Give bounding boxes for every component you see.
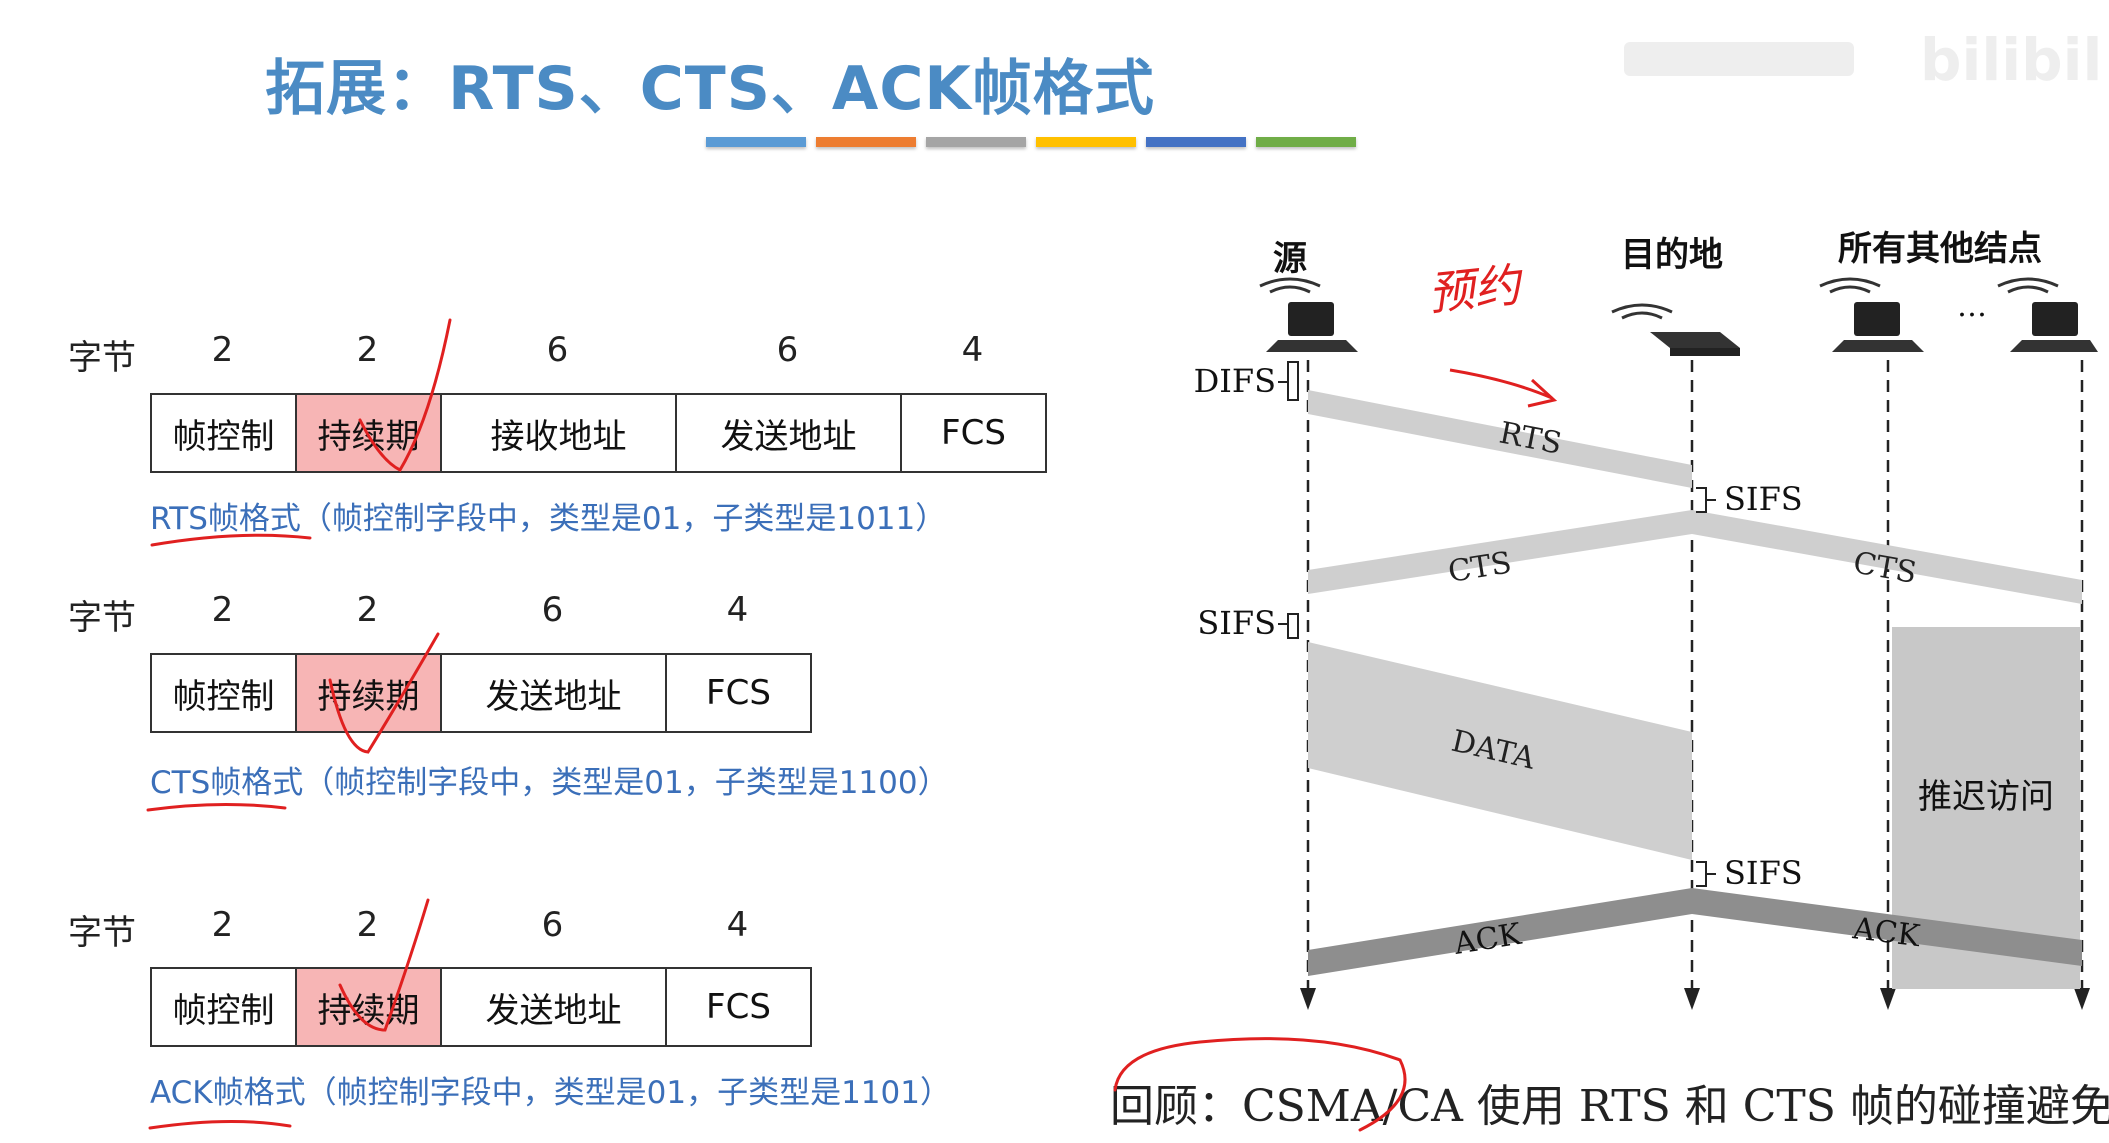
rts-band-label: RTS bbox=[1496, 415, 1564, 461]
byte-count: 6 bbox=[541, 905, 564, 945]
sifs-label: SIFS bbox=[1724, 480, 1803, 518]
byte-count: 2 bbox=[211, 905, 234, 945]
rts-caption: RTS帧格式（帧控制字段中，类型是01，子类型是1011） bbox=[150, 501, 947, 537]
field-fcs: FCS bbox=[706, 987, 771, 1027]
byte-count: 2 bbox=[356, 905, 379, 945]
other-nodes-label: 所有其他结点 bbox=[1838, 229, 2042, 269]
accent-bar bbox=[1036, 137, 1136, 147]
sifs-bracket bbox=[1696, 861, 1716, 887]
data-frame-band bbox=[1308, 642, 1692, 860]
field-fcs: FCS bbox=[706, 673, 771, 713]
field-duration: 持续期 bbox=[297, 655, 442, 731]
accent-bar bbox=[1256, 137, 1356, 147]
byte-count: 4 bbox=[726, 905, 749, 945]
laptop-icon bbox=[1997, 277, 2098, 352]
ack-band-label: ACK bbox=[1451, 917, 1524, 962]
handwritten-underline bbox=[146, 802, 287, 812]
byte-count: 2 bbox=[211, 330, 234, 370]
sifs-label: SIFS bbox=[1724, 854, 1803, 892]
accent-bar bbox=[816, 137, 916, 147]
handwritten-arrow bbox=[1449, 368, 1553, 400]
cts-frame: 帧控制 持续期 发送地址 FCS bbox=[150, 653, 812, 733]
sifs-bracket bbox=[1696, 487, 1716, 513]
difs-bracket bbox=[1278, 361, 1299, 401]
ack-frame-band bbox=[1308, 888, 1692, 976]
field-duration: 持续期 bbox=[297, 395, 442, 471]
rts-frame-band bbox=[1308, 390, 1692, 488]
bytes-label: 字节 bbox=[68, 598, 136, 638]
difs-label: DIFS bbox=[1194, 362, 1276, 400]
field-frame-control: 帧控制 bbox=[152, 395, 297, 471]
svg-text:bilibili: bilibili bbox=[1920, 26, 2100, 94]
byte-count: 2 bbox=[211, 590, 234, 630]
field-sender-address: 发送地址 bbox=[442, 655, 667, 731]
timeline-arrowheads bbox=[1300, 988, 2090, 1010]
byte-count: 2 bbox=[356, 590, 379, 630]
field-receiver-address: 接收地址 bbox=[442, 395, 677, 471]
laptop-icon bbox=[1819, 277, 1924, 352]
sifs-bracket bbox=[1278, 613, 1299, 639]
ellipsis: … bbox=[1957, 289, 1987, 324]
field-duration: 持续期 bbox=[297, 969, 442, 1045]
field-fcs: FCS bbox=[941, 413, 1006, 453]
review-caption: 回顾：CSMA/CA 使用 RTS 和 CTS 帧的碰撞避免 bbox=[1110, 1081, 2109, 1132]
field-sender-address: 发送地址 bbox=[442, 969, 667, 1045]
rts-frame: 帧控制 持续期 接收地址 发送地址 FCS bbox=[150, 393, 1047, 473]
cts-frame-band bbox=[1308, 510, 1692, 594]
rts-cts-timing-diagram: 源 目的地 所有其他结点 … bbox=[1194, 229, 2098, 1010]
field-frame-control: 帧控制 bbox=[152, 655, 297, 731]
defer-access-label: 推迟访问 bbox=[1918, 777, 2054, 817]
ack-frame: 帧控制 持续期 发送地址 FCS bbox=[150, 967, 812, 1047]
ack-band-label: ACK bbox=[1850, 911, 1922, 954]
byte-count: 6 bbox=[546, 330, 569, 370]
title-accent-bars bbox=[706, 137, 1356, 147]
accent-bar bbox=[1146, 137, 1246, 147]
watermark-logo: bilibili bbox=[1624, 26, 2100, 94]
handwritten-underline bbox=[148, 1119, 292, 1130]
laptop-icon bbox=[1259, 277, 1358, 352]
accent-bar bbox=[706, 137, 806, 147]
ack-caption: ACK帧格式（帧控制字段中，类型是01，子类型是1101） bbox=[150, 1075, 951, 1111]
byte-count: 2 bbox=[356, 330, 379, 370]
handwritten-reservation-note: 预约 bbox=[1426, 257, 1527, 321]
handwritten-arrowhead bbox=[1527, 378, 1558, 408]
bytes-label: 字节 bbox=[68, 913, 136, 953]
page-title: 拓展：RTS、CTS、ACK帧格式 bbox=[265, 54, 1155, 124]
field-sender-address: 发送地址 bbox=[677, 395, 902, 471]
cts-frame-band bbox=[1692, 510, 2082, 604]
field-frame-control: 帧控制 bbox=[152, 969, 297, 1045]
byte-count: 6 bbox=[776, 330, 799, 370]
byte-count: 4 bbox=[961, 330, 984, 370]
cts-caption: CTS帧格式（帧控制字段中，类型是01，子类型是1100） bbox=[150, 765, 949, 801]
access-point-icon bbox=[1611, 303, 1740, 356]
ack-frame-band bbox=[1692, 888, 2082, 966]
source-label: 源 bbox=[1273, 239, 1307, 279]
sifs-label: SIFS bbox=[1197, 604, 1276, 642]
destination-label: 目的地 bbox=[1621, 235, 1723, 275]
byte-count: 6 bbox=[541, 590, 564, 630]
byte-count: 4 bbox=[726, 590, 749, 630]
bytes-label: 字节 bbox=[68, 338, 136, 378]
accent-bar bbox=[926, 137, 1026, 147]
